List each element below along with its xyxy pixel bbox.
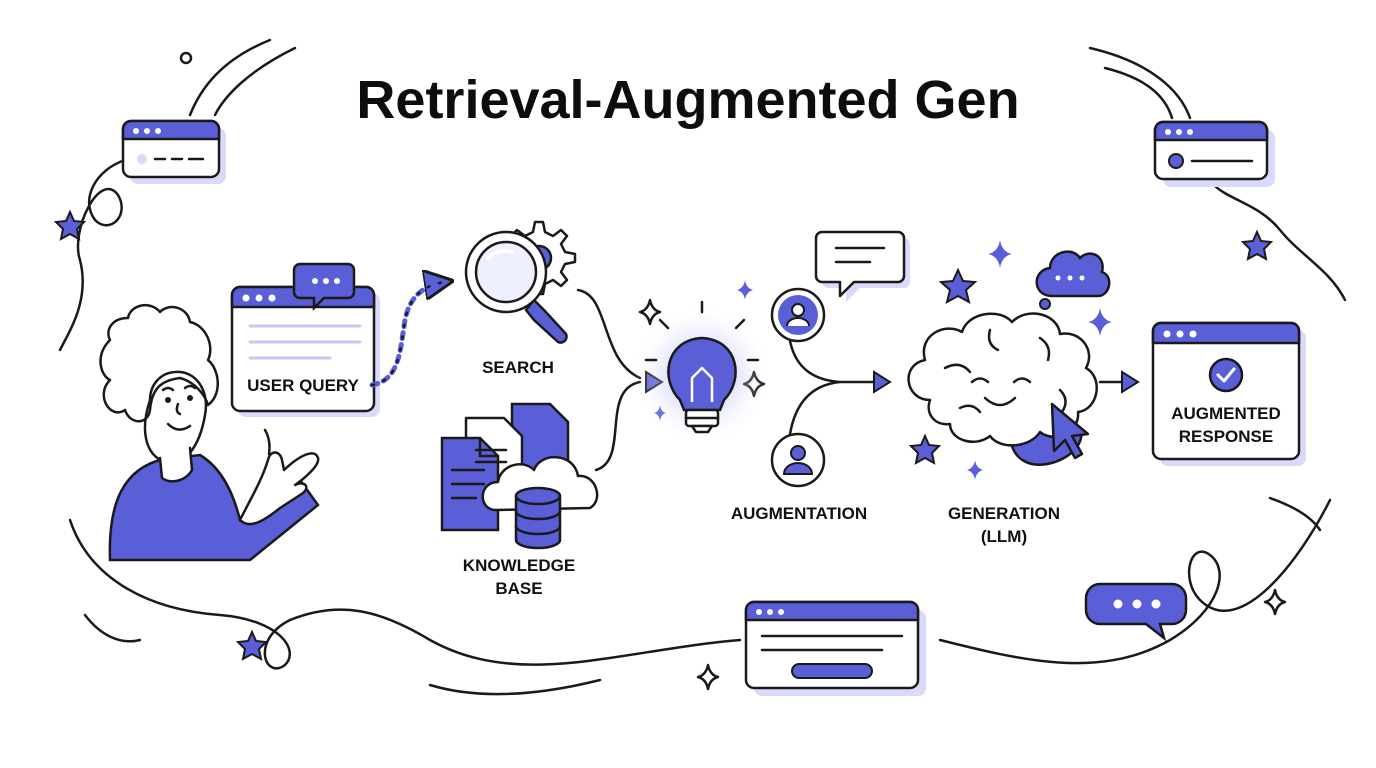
star-icon [908, 433, 942, 465]
user-avatar-icon [770, 287, 826, 343]
page-title: Retrieval-Augmented Gen [356, 70, 1019, 130]
magnifier-icon [464, 230, 568, 344]
search-to-augment-connector [576, 288, 642, 380]
user-query-label: USER QUERY [247, 376, 359, 395]
generation-label-line1: GENERATION [948, 504, 1060, 523]
chat-bubble-icon [292, 262, 356, 312]
browser-window-icon [744, 600, 926, 696]
knowledge-base-label-line1: KNOWLEDGE [463, 556, 575, 575]
augmented-response-window: AUGMENTED RESPONSE [1151, 321, 1306, 466]
person-icon [99, 303, 320, 562]
lightbulb-icon [644, 300, 760, 434]
decorative-circle [179, 51, 193, 65]
database-icon [514, 486, 562, 550]
chat-bubble-icon [814, 230, 910, 302]
star-icon [53, 209, 87, 241]
search-label: SEARCH [482, 358, 554, 377]
star-icon [938, 267, 978, 304]
augmented-response-label-line1: AUGMENTED [1171, 404, 1281, 423]
check-icon [1208, 357, 1244, 393]
augmented-response-label-line2: RESPONSE [1179, 427, 1273, 446]
user-query-window: USER QUERY [230, 262, 380, 417]
brain-icon [907, 312, 1098, 466]
browser-window-icon [1153, 120, 1275, 187]
generation-label-line2: (LLM) [981, 527, 1027, 546]
kb-to-augment-connector [594, 380, 642, 472]
browser-window-icon [121, 119, 226, 184]
merge-connector [788, 339, 882, 436]
user-avatar-icon [770, 432, 826, 488]
knowledge-base-label-line2: BASE [495, 579, 542, 598]
cloud-icon [1035, 250, 1111, 310]
cloud-icon [481, 455, 599, 512]
decorative-swirls [58, 38, 1347, 696]
sparkle-icon [638, 240, 1287, 691]
cursor-icon [1050, 402, 1090, 460]
star-icon [1240, 229, 1274, 261]
augmentation-label: AUGMENTATION [731, 504, 867, 523]
query-to-search-arrow [369, 282, 445, 388]
chat-bubble-icon [1084, 582, 1188, 642]
star-icon [235, 629, 269, 661]
